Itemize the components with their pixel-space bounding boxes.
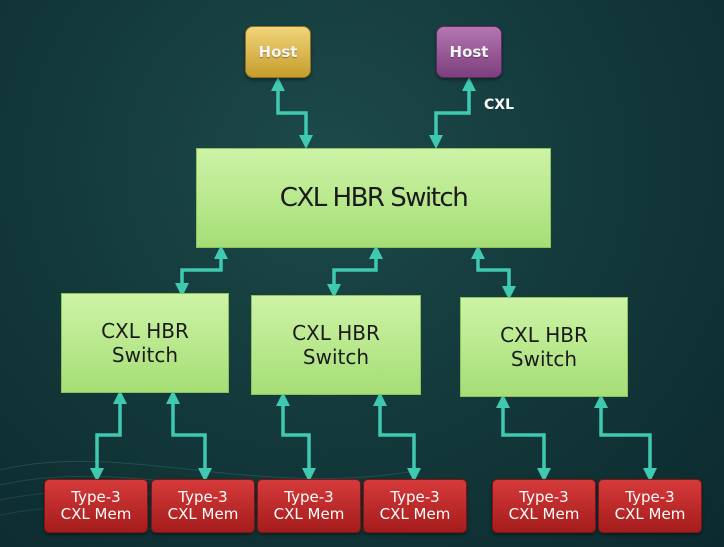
host-node-2: Host [436, 26, 502, 78]
sub-switch-2: CXL HBR Switch [251, 295, 421, 395]
main-switch: CXL HBR Switch [196, 148, 551, 248]
link-sub3-mem5 [496, 394, 551, 482]
memory-label: Type-3 CXL Mem [614, 488, 686, 523]
memory-label: Type-3 CXL Mem [273, 488, 345, 523]
memory-label: Type-3 CXL Mem [379, 488, 451, 523]
memory-device-6: Type-3 CXL Mem [598, 479, 702, 533]
link-sub2-mem3 [276, 392, 316, 482]
link-sub1-mem1 [90, 390, 127, 482]
link-main-sub2 [327, 245, 383, 298]
memory-device-2: Type-3 CXL Mem [151, 479, 255, 533]
cxl-link-label: CXL [484, 97, 514, 113]
link-sub2-mem4 [373, 392, 421, 482]
sub-switch-label: CXL HBR Switch [101, 319, 189, 367]
link-host2-main [429, 77, 476, 149]
memory-device-4: Type-3 CXL Mem [363, 479, 467, 533]
sub-switch-label: CXL HBR Switch [292, 321, 380, 369]
memory-device-3: Type-3 CXL Mem [257, 479, 361, 533]
sub-switch-1: CXL HBR Switch [61, 293, 229, 393]
memory-device-1: Type-3 CXL Mem [44, 479, 148, 533]
link-sub3-mem6 [594, 394, 657, 482]
host-label: Host [449, 43, 489, 61]
memory-label: Type-3 CXL Mem [508, 488, 580, 523]
link-sub1-mem2 [166, 390, 212, 482]
host-node-1: Host [245, 26, 311, 78]
link-main-sub3 [471, 245, 516, 300]
memory-label: Type-3 CXL Mem [60, 488, 132, 523]
link-host1-main [271, 77, 313, 149]
memory-label: Type-3 CXL Mem [167, 488, 239, 523]
main-switch-label: CXL HBR Switch [279, 183, 469, 213]
host-label: Host [258, 43, 298, 61]
link-main-sub1 [175, 245, 228, 297]
sub-switch-label: CXL HBR Switch [500, 323, 588, 371]
sub-switch-3: CXL HBR Switch [460, 297, 628, 397]
memory-device-5: Type-3 CXL Mem [492, 479, 596, 533]
